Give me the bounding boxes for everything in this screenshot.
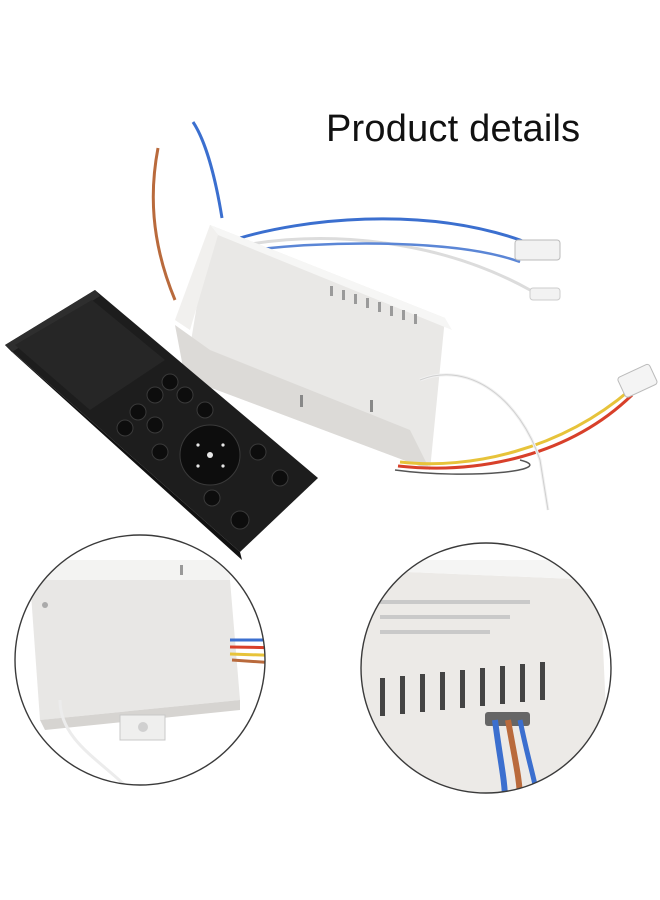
blue-wire-top — [191, 121, 224, 219]
brown-wire — [151, 147, 177, 301]
blue-wire-long — [239, 217, 549, 254]
receiver-side-closeup — [14, 534, 266, 786]
receiver-unit — [151, 121, 658, 511]
connector-tip — [514, 239, 561, 261]
remote-control-icon — [5, 290, 318, 560]
blue-wire-2 — [249, 242, 521, 264]
connector-tip — [529, 287, 561, 301]
connector-tip — [617, 363, 658, 398]
product-details-title: Product details — [326, 108, 581, 150]
receiver-vents-closeup — [360, 542, 612, 794]
